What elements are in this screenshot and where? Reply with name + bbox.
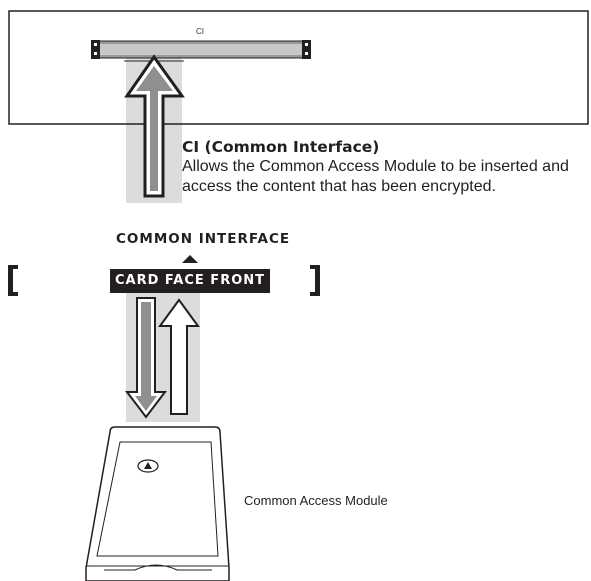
module-label: Common Access Module	[244, 493, 388, 508]
left-bracket	[8, 265, 18, 296]
ci-slot-label: CI	[196, 27, 204, 36]
ci-description: Allows the Common Access Module to be in…	[182, 158, 569, 195]
up-pointer-triangle	[182, 255, 198, 263]
module-card	[85, 426, 230, 581]
right-bracket	[310, 265, 320, 296]
down-arrow	[124, 297, 168, 419]
tv-panel	[8, 10, 589, 125]
ci-title: CI (Common Interface)	[182, 138, 380, 156]
common-interface-label: COMMON INTERFACE	[116, 231, 291, 247]
insert-arrow	[124, 54, 185, 198]
ci-slot	[91, 40, 311, 62]
up-arrow	[158, 298, 200, 415]
card-face-front-label: CARD FACE FRONT	[110, 269, 270, 293]
